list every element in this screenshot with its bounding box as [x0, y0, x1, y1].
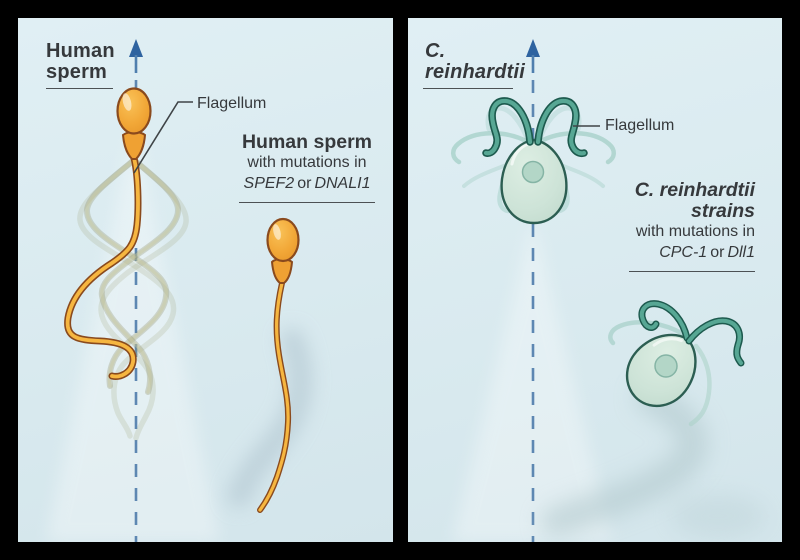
mutant-sperm-head-highlight	[273, 224, 281, 240]
gene-name: DNALI1	[314, 174, 371, 192]
gene-name: CPC-1	[659, 243, 708, 261]
mutant-wake-shadow	[541, 383, 766, 538]
mutant-chlamydomonas	[608, 300, 745, 427]
healthy-sperm	[64, 87, 152, 380]
heading-line: reinhardtii	[425, 61, 525, 83]
annotation-subtitle: with mutations in	[247, 154, 367, 171]
conjunction: or	[710, 243, 725, 261]
annotation-title: C. reinhardtii	[634, 179, 755, 201]
motion-ghost-tails	[77, 157, 189, 441]
mutant-sperm-tail	[257, 280, 292, 513]
chlamydomonas-illustration	[451, 39, 766, 542]
annotation-underline	[629, 271, 755, 272]
mutant-annotation: C. reinhardtii strains with mutations in…	[545, 180, 755, 272]
human-sperm-panel: Human sperm Flagellum Human sperm with m…	[18, 18, 393, 542]
sperm-head	[116, 87, 152, 135]
annotation-title: Human sperm	[241, 131, 373, 153]
heading-line: C.	[425, 40, 446, 62]
cell-pyrenoid	[521, 160, 545, 184]
flagella	[482, 97, 588, 158]
sperm-head-highlight	[122, 93, 132, 111]
mutant-sperm-head	[266, 217, 300, 263]
conjunction: or	[297, 174, 312, 192]
flagella	[638, 300, 745, 367]
cell-highlight	[510, 142, 530, 166]
swim-wake-cone	[46, 123, 220, 542]
flagellum-leader-line	[133, 101, 193, 174]
mutant-sperm-midpiece	[270, 258, 294, 284]
annotation-subtitle: with mutations in	[635, 223, 755, 240]
sperm-midpiece	[121, 131, 147, 160]
panel-heading: Human sperm	[46, 41, 115, 83]
chlamydomonas-panel: C. reinhardtii Flagellum C. reinhardtii …	[408, 18, 782, 542]
arrowhead-icon	[526, 39, 540, 57]
heading-line: sperm	[46, 61, 108, 83]
panel-heading: C. reinhardtii	[425, 41, 525, 83]
heading-line: Human	[46, 40, 115, 62]
human-sperm-illustration	[46, 39, 313, 542]
sperm-flagellum-tail	[64, 154, 142, 380]
cell-highlight	[652, 337, 683, 347]
heading-underline	[423, 88, 513, 89]
healthy-chlamydomonas	[451, 97, 616, 225]
annotation-underline	[239, 202, 375, 203]
flagellum-label: Flagellum	[605, 117, 675, 134]
heading-underline	[46, 88, 113, 89]
annotation-title: strains	[691, 200, 755, 222]
ghost-flagella	[608, 320, 712, 427]
cell-pyrenoid	[654, 354, 678, 378]
flagellum-label: Flagellum	[197, 95, 267, 112]
mutant-sperm	[257, 217, 300, 513]
mutant-wake-shadow	[227, 328, 313, 508]
gene-name: SPEF2	[243, 174, 295, 192]
gene-name: Dll1	[727, 243, 755, 261]
arrowhead-icon	[129, 39, 143, 57]
